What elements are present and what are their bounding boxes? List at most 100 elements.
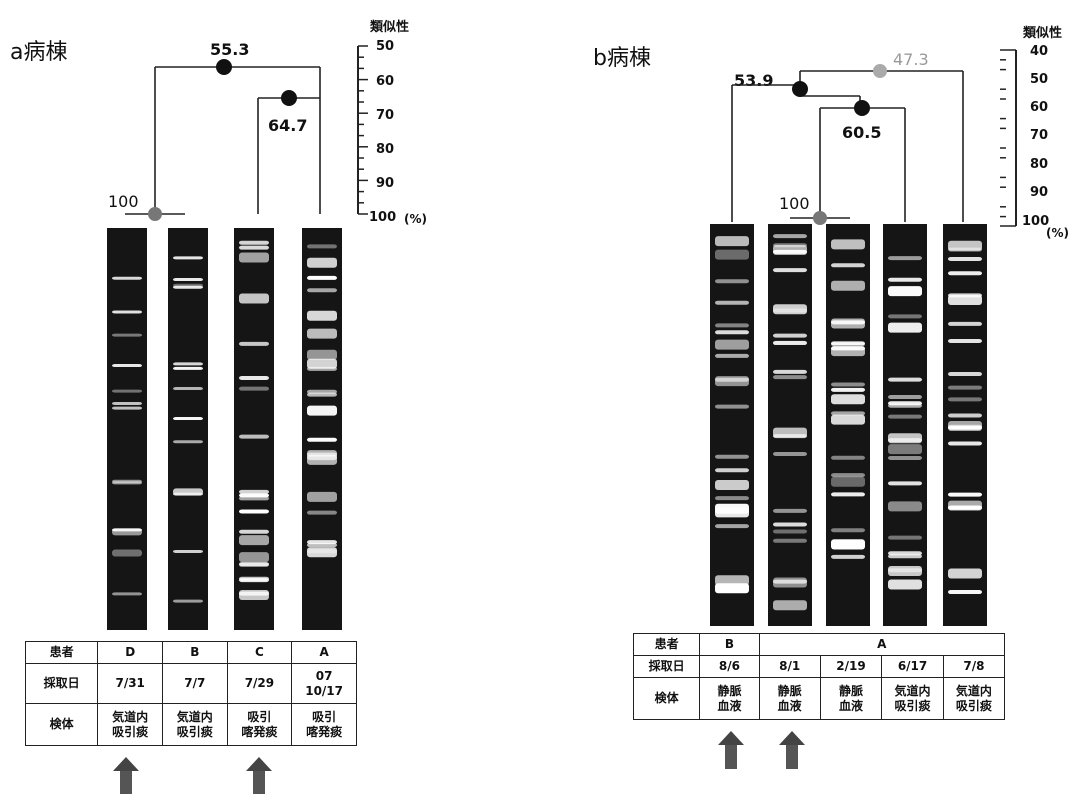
date-cell: 8/1 xyxy=(759,656,820,678)
gel-band xyxy=(773,245,807,255)
gel-band xyxy=(307,276,337,280)
gel-band xyxy=(112,334,142,337)
gel-band xyxy=(173,367,203,370)
patient-cell: C xyxy=(227,642,292,664)
gel-band xyxy=(239,496,269,500)
gel-band xyxy=(888,378,922,382)
gel-band xyxy=(773,600,807,610)
gel-band xyxy=(307,492,337,502)
gel-band xyxy=(831,319,865,329)
gel-band xyxy=(239,253,269,263)
gel-band xyxy=(831,239,865,249)
gel-band xyxy=(773,509,807,513)
date-cell: 7/31 xyxy=(98,664,163,704)
date-cell: 6/17 xyxy=(882,656,944,678)
gel-lane xyxy=(107,228,147,630)
gel-band xyxy=(831,540,865,550)
gel-band xyxy=(239,376,269,380)
gel-band xyxy=(112,592,142,595)
gel-band xyxy=(831,394,865,404)
gel-band xyxy=(307,453,337,457)
gel-band xyxy=(773,434,807,438)
patient-cell: B xyxy=(700,634,759,656)
gel-band xyxy=(715,405,749,409)
specimen-cell: 気道内 吸引痰 xyxy=(163,704,228,746)
arrow-up-icon xyxy=(246,757,272,771)
arrow-up-icon-shaft xyxy=(253,771,265,794)
date-cell: 7/29 xyxy=(227,664,292,704)
gel-band xyxy=(948,590,982,594)
specimen-cell: 静脈 血液 xyxy=(820,678,882,720)
gel-band xyxy=(173,278,203,281)
specimen-cell: 吸引 喀発痰 xyxy=(227,704,292,746)
gel-band xyxy=(112,407,142,410)
gel-band xyxy=(239,241,269,245)
gel-band xyxy=(715,455,749,459)
gel-band xyxy=(773,539,807,543)
specimen-cell: 静脈 血液 xyxy=(700,678,759,720)
gel-band xyxy=(948,241,982,251)
gel-band xyxy=(948,397,982,401)
gel-band xyxy=(888,438,922,442)
gel-band xyxy=(831,473,865,477)
gel-band xyxy=(888,536,922,540)
gel-band xyxy=(715,588,749,592)
row-label: 患者 xyxy=(26,642,98,664)
gel-band xyxy=(239,590,269,600)
dendrogram-node xyxy=(854,100,870,116)
gel-band xyxy=(888,501,922,511)
gel-band xyxy=(773,529,807,533)
gel-band xyxy=(773,578,807,588)
gel-band xyxy=(112,277,142,280)
gel-band xyxy=(715,340,749,350)
gel-band xyxy=(948,425,982,429)
date-cell: 8/6 xyxy=(700,656,759,678)
gel-band xyxy=(888,256,922,260)
gel-band xyxy=(239,552,269,562)
gel-band xyxy=(888,323,922,333)
gel-band xyxy=(715,507,749,517)
arrow-up-icon xyxy=(718,731,744,745)
gel-band xyxy=(715,524,749,528)
gel-band xyxy=(239,294,269,304)
gel-band xyxy=(307,288,337,292)
gel-band xyxy=(239,563,269,567)
date-cell: 7/7 xyxy=(163,664,228,704)
gel-lane xyxy=(710,224,754,626)
gel-band xyxy=(773,268,807,272)
gel-band xyxy=(112,390,142,393)
gel-band xyxy=(307,350,337,360)
gel-band xyxy=(715,378,749,382)
gel-band xyxy=(715,468,749,472)
dendrogram-node xyxy=(792,81,808,97)
arrow-up-icon-shaft xyxy=(120,771,132,794)
gel-band xyxy=(948,493,982,497)
specimen-cell: 気道内 吸引痰 xyxy=(882,678,944,720)
gel-lane xyxy=(768,224,812,626)
gel-band xyxy=(173,550,203,553)
gel-lane xyxy=(234,228,274,630)
gel-band xyxy=(888,456,922,460)
gel-band xyxy=(773,375,807,379)
gel-band xyxy=(112,364,142,367)
dendrogram-node xyxy=(813,211,827,225)
gel-band xyxy=(715,301,749,305)
gel-band xyxy=(715,354,749,358)
gel-band xyxy=(831,411,865,415)
gel-band xyxy=(307,390,337,394)
gel-band xyxy=(173,417,203,420)
gel-band xyxy=(715,575,749,585)
patient-cell: A xyxy=(759,634,1004,656)
row-label: 患者 xyxy=(634,634,700,656)
gel-band xyxy=(173,362,203,365)
gel-band xyxy=(239,530,269,534)
dendrogram-node xyxy=(148,207,162,221)
gel-band xyxy=(888,415,922,419)
gel-band xyxy=(307,543,337,547)
gel-band xyxy=(888,481,922,485)
patient-cell: D xyxy=(98,642,163,664)
gel-band xyxy=(831,281,865,291)
gel-band xyxy=(888,286,922,296)
date-cell: 7/8 xyxy=(943,656,1004,678)
gel-band xyxy=(173,284,203,287)
